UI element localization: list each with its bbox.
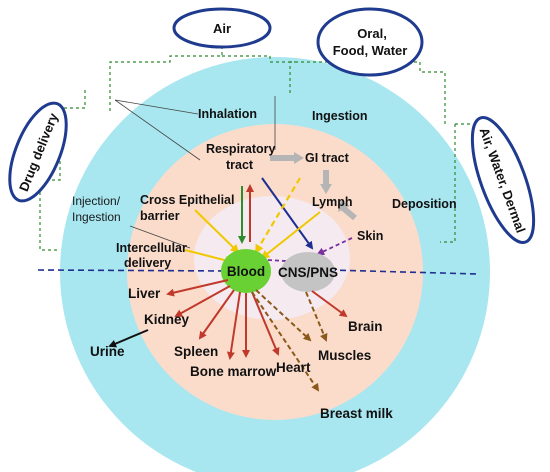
entry-intercellular-line1: Intercellular xyxy=(116,241,187,255)
organ-liver: Liver xyxy=(128,286,161,301)
entry-skin: Skin xyxy=(357,229,383,243)
route-deposition: Deposition xyxy=(392,197,457,211)
entry-cross-line1: Cross Epithelial xyxy=(140,193,234,207)
route-ingestion: Ingestion xyxy=(312,109,368,123)
entry-respiratory-line1: Respiratory xyxy=(206,142,276,156)
entry-respiratory-line2: tract xyxy=(226,158,254,172)
source-air: Air xyxy=(172,7,272,49)
route-pointers xyxy=(114,96,276,249)
divider-right xyxy=(329,269,479,275)
blood-hub-label: Blood xyxy=(227,264,265,279)
source-air-label: Air xyxy=(213,21,231,36)
entry-gi-tract: GI tract xyxy=(305,151,350,165)
organ-muscles: Muscles xyxy=(318,348,371,363)
source-oral-line1: Oral, xyxy=(357,26,387,41)
cns-hub: CNS/PNS xyxy=(278,252,338,292)
divider-left xyxy=(37,269,233,272)
route-injection-line2: Ingestion xyxy=(72,210,121,224)
organ-bone-marrow: Bone marrow xyxy=(190,364,277,379)
route-inhalation: Inhalation xyxy=(198,107,257,121)
entry-arrows xyxy=(184,152,357,266)
route-injection-line1: Injection/ xyxy=(72,194,121,208)
source-drug-delivery: Drug delivery xyxy=(8,101,68,203)
organ-kidney: Kidney xyxy=(144,312,190,327)
organ-heart: Heart xyxy=(276,360,311,375)
cns-hub-label: CNS/PNS xyxy=(278,265,338,280)
organ-spleen: Spleen xyxy=(174,344,218,359)
entry-lymph: Lymph xyxy=(312,195,353,209)
entry-cross-line2: barrier xyxy=(140,209,180,223)
organ-breast-milk: Breast milk xyxy=(320,406,393,421)
source-oral: Oral, Food, Water xyxy=(316,7,424,77)
source-oral-line2: Food, Water xyxy=(333,43,408,58)
distribution-arrows xyxy=(108,279,348,392)
entry-intercellular-line2: delivery xyxy=(124,256,171,270)
organ-urine: Urine xyxy=(90,344,125,359)
organ-brain: Brain xyxy=(348,319,383,334)
blood-hub: Blood xyxy=(221,249,271,293)
